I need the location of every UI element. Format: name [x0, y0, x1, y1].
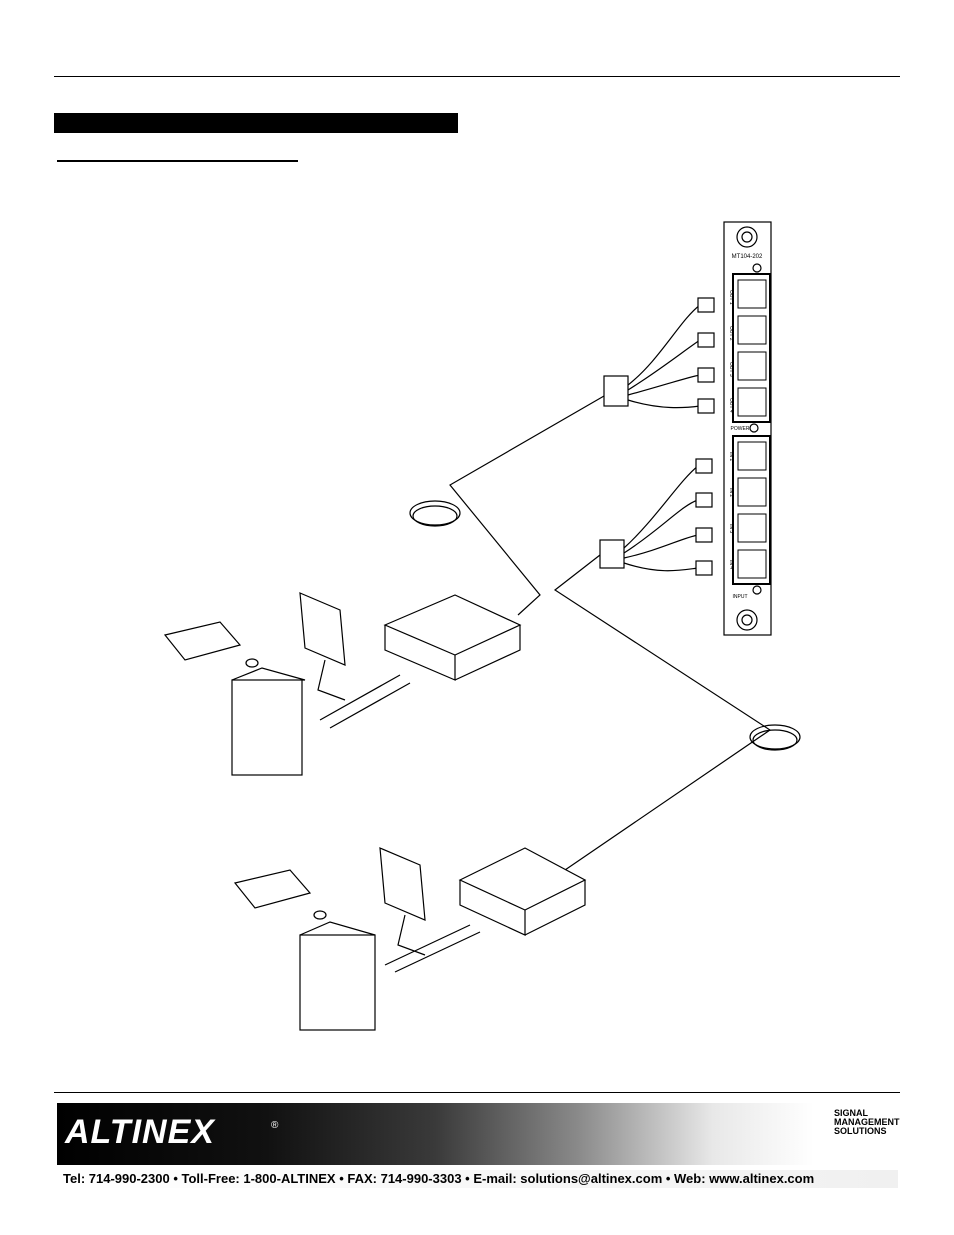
connection-diagram: MT104-202 OUT 1 OUT 2 OUT 3 OUT 4 IN 1 IN 2 IN…: [163, 221, 801, 1031]
card-input-label: INPUT: [733, 594, 748, 600]
signal-management-solutions-logo: SIGNAL MANAGEMENT SOLUTIONS: [834, 1108, 900, 1159]
upper-breakout-cable: [603, 297, 715, 414]
altinex-logo: ALTINEX: [65, 1113, 215, 1151]
card-port-label: IN 3: [728, 524, 734, 533]
card-port-label: IN 2: [728, 488, 734, 497]
lower-breakout-cable: [599, 458, 713, 576]
upper-transmitter: [383, 594, 522, 681]
card-model-label: MT104-202: [732, 254, 763, 260]
header-rule: [54, 76, 900, 77]
footer-banner: ALTINEX ® SIGNAL MANAGEMENT SOLUTIONS: [57, 1103, 900, 1165]
sms-logo-line: SOLUTIONS: [834, 1126, 887, 1136]
lower-workstation: [233, 847, 426, 1031]
registered-mark: ®: [271, 1120, 279, 1131]
sms-logo-line: SIGNAL: [834, 1108, 869, 1118]
card-port-label: IN 4: [728, 560, 734, 569]
card-port-label: OUT 4: [728, 398, 734, 413]
section-title-bar: [54, 113, 458, 133]
subsection-underline: [57, 160, 298, 162]
sms-logo-line: MANAGEMENT: [834, 1117, 900, 1127]
lower-transmitter: [458, 847, 587, 936]
multitasker-card: [723, 221, 772, 636]
footer-rule: [54, 1092, 900, 1093]
card-port-label: OUT 3: [728, 362, 734, 377]
card-port-label: IN 1: [728, 452, 734, 461]
card-power-label: POWER: [731, 426, 750, 432]
card-port-label: OUT 1: [728, 290, 734, 305]
card-port-label: OUT 2: [728, 326, 734, 341]
contact-info: Tel: 714-990-2300 • Toll-Free: 1-800-ALT…: [57, 1170, 898, 1188]
upper-workstation: [163, 592, 346, 776]
